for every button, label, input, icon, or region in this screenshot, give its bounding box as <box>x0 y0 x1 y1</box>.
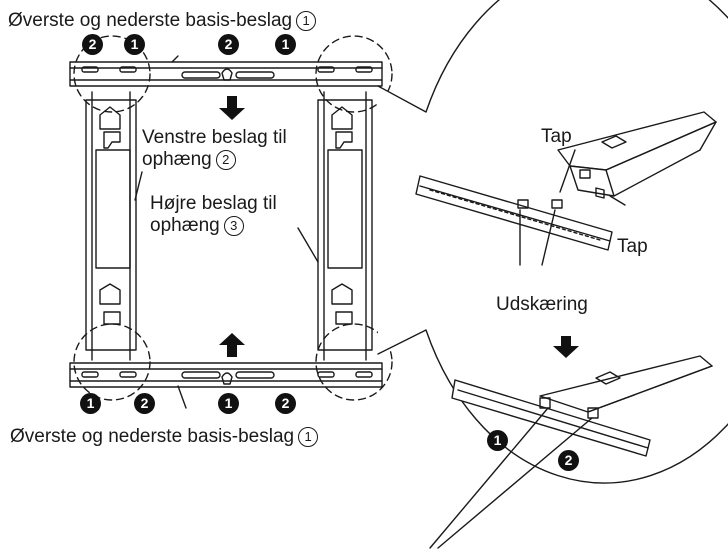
tap-label-top: Tap <box>541 126 572 147</box>
bottom-base-bracket <box>69 362 383 409</box>
part-number-1-bottom: 1 <box>298 427 319 447</box>
assembly-arrows <box>219 96 579 358</box>
top-base-bracket <box>69 55 383 87</box>
right-hanger-text-1: Højre beslag til <box>150 193 277 214</box>
marker-1: 1 <box>487 430 508 451</box>
part-number-3: 3 <box>223 216 244 236</box>
marker-2: 2 <box>558 450 579 471</box>
marker-1: 1 <box>124 34 145 55</box>
left-hanger-bracket <box>85 91 137 361</box>
part-number-2: 2 <box>215 150 236 170</box>
arrow-down-detail <box>553 336 579 358</box>
marker-2: 2 <box>82 34 103 55</box>
tap-label-right: Tap <box>617 236 648 257</box>
marker-1: 1 <box>275 34 296 55</box>
marker-1: 1 <box>218 393 239 414</box>
arrow-up-bottom <box>219 333 245 357</box>
bottom-base-bracket-text: Øverste og nederste basis-beslag <box>10 426 295 447</box>
detail-after-assembly <box>429 355 713 549</box>
detail-circles <box>73 35 393 401</box>
part-number-1: 1 <box>296 11 317 31</box>
left-hanger-text-1: Venstre beslag til <box>142 127 287 148</box>
right-hanger-bracket <box>297 91 373 361</box>
left-hanger-leader <box>134 171 143 201</box>
left-hanger-text-2: ophæng <box>142 149 212 170</box>
arrow-down-top <box>219 96 245 120</box>
marker-2: 2 <box>218 34 239 55</box>
marker-1: 1 <box>80 393 101 414</box>
detail-balloon <box>377 0 728 484</box>
cutout-label: Udskæring <box>496 294 588 315</box>
marker-2: 2 <box>134 393 155 414</box>
marker-2: 2 <box>275 393 296 414</box>
top-base-bracket-text: Øverste og nederste basis-beslag <box>8 10 293 31</box>
detail-before-assembly <box>415 111 717 266</box>
right-hanger-text-2: ophæng <box>150 215 220 236</box>
